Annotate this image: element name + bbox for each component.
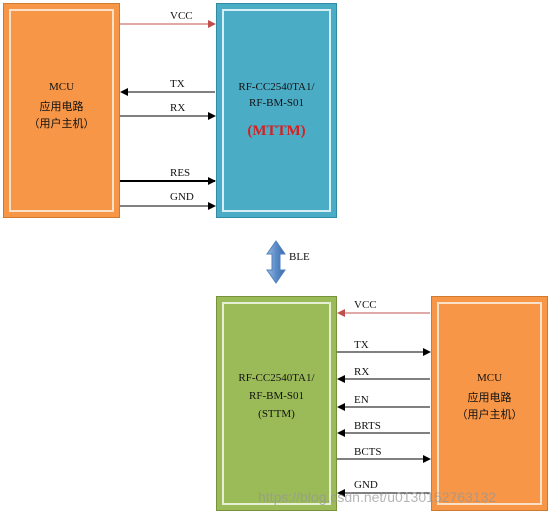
bottom-signal-tx: TX (354, 339, 369, 351)
mttm-inner-border (222, 9, 331, 212)
mcu-top-inner-border (9, 9, 114, 212)
top-signal-res: RES (170, 167, 191, 179)
mcu-top-block: MCU 应用电路 （用户主机） (3, 3, 120, 218)
sttm-inner-border (222, 302, 331, 505)
sttm-module-block: RF-CC2540TA1/ RF-BM-S01 (STTM) (216, 296, 337, 511)
ble-label: BLE (289, 251, 310, 263)
mcu-top-subtitle: 应用电路 (39, 101, 84, 113)
bottom-signal-vcc: VCC (354, 299, 377, 311)
mttm-model-line1: RF-CC2540TA1/ (238, 81, 315, 93)
top-signal-rx: RX (170, 102, 186, 114)
bottom-signal-brts: BRTS (354, 420, 381, 432)
mttm-model-line2: RF-BM-S01 (248, 97, 305, 109)
mcu-top-note: （用户主机） (28, 118, 95, 130)
ble-double-arrow (266, 240, 286, 284)
top-signal-gnd: GND (170, 191, 194, 203)
mcu-bottom-title: MCU (476, 372, 503, 384)
bottom-signal-gnd: GND (354, 479, 378, 491)
mttm-module-block: RF-CC2540TA1/ RF-BM-S01 (MTTM) (216, 3, 337, 218)
top-signal-tx: TX (170, 78, 185, 90)
watermark-text: https://blog.csdn.net/u013015276313​2 (258, 489, 497, 505)
mcu-bottom-block: MCU 应用电路 （用户主机） (431, 296, 548, 511)
bottom-signal-rx: RX (354, 366, 370, 378)
mttm-tag: (MTTM) (247, 123, 306, 139)
bottom-signal-bcts: BCTS (354, 446, 382, 458)
mcu-bottom-inner-border (437, 302, 542, 505)
sttm-model-line2: RF-BM-S01 (248, 390, 305, 402)
mcu-bottom-subtitle: 应用电路 (467, 392, 512, 404)
sttm-tag: (STTM) (258, 408, 295, 420)
bottom-signal-en: EN (354, 394, 369, 406)
mcu-top-title: MCU (48, 81, 75, 93)
top-signal-vcc: VCC (170, 10, 193, 22)
mcu-bottom-note: （用户主机） (456, 409, 523, 421)
sttm-model-line1: RF-CC2540TA1/ (238, 372, 315, 384)
